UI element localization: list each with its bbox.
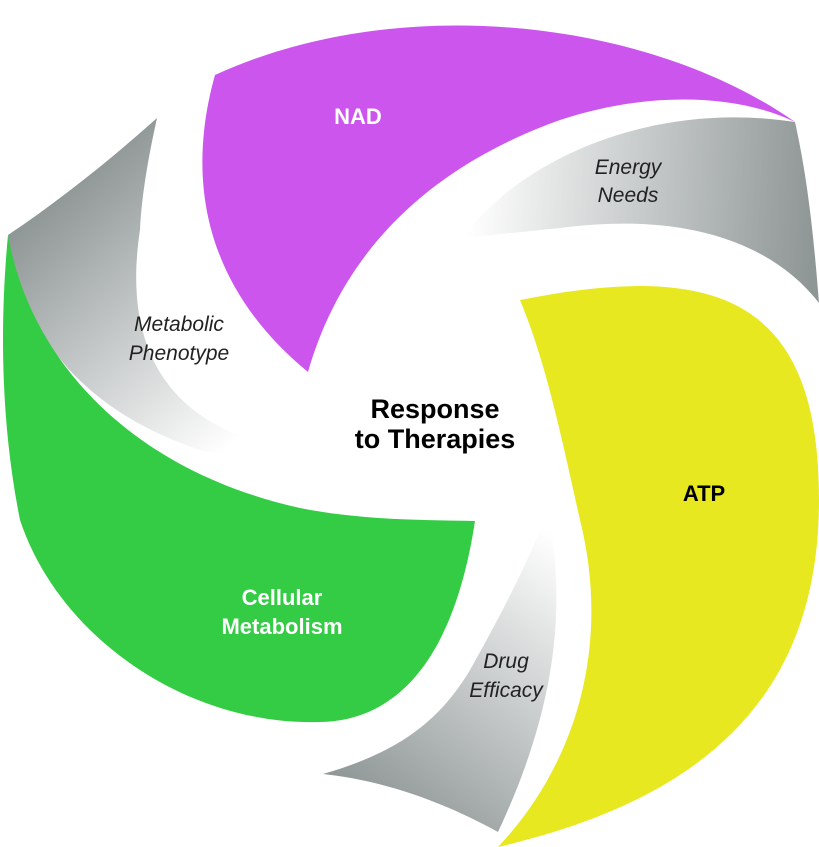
petal-label-metabolism: Metabolism <box>221 614 342 639</box>
petal-cellular-metabolism <box>3 235 475 723</box>
band-energy-needs <box>462 117 819 304</box>
petal-label-nad: NAD <box>334 104 382 129</box>
petal-label-cellular: Cellular <box>242 585 323 610</box>
petal-atp <box>498 286 819 847</box>
band-label-needs: Needs <box>598 184 659 207</box>
band-label-energy: Energy <box>595 156 663 179</box>
petal-label-atp: ATP <box>683 481 725 506</box>
band-label-efficacy: Efficacy <box>469 679 544 702</box>
band-label-phenotype: Phenotype <box>129 342 229 365</box>
center-label-response: Response <box>370 394 499 424</box>
band-label-metabolic: Metabolic <box>134 313 224 336</box>
center-label-therapies: to Therapies <box>355 424 516 454</box>
band-label-drug: Drug <box>483 650 529 673</box>
band-metabolic-phenotype <box>8 118 285 454</box>
band-drug-efficacy <box>323 510 557 832</box>
petal-nad <box>202 25 795 373</box>
